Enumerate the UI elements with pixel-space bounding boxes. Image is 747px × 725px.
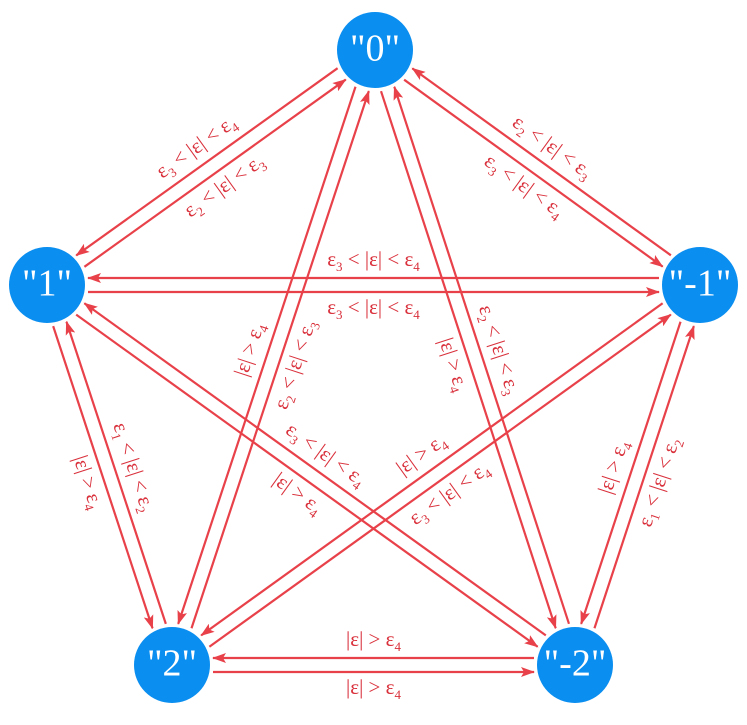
edge-m1-to-2: [200, 302, 664, 637]
edge-label-m1-to-2: |ε| > ε4: [391, 428, 452, 483]
edge-2-to-0: [190, 90, 370, 629]
edge-label-1-to-2: |ε| > ε4: [65, 452, 109, 513]
state-node-1: "1": [9, 247, 85, 323]
edge-1-to-0: [83, 78, 347, 268]
state-node-circle: [134, 627, 210, 703]
state-node-2: "2": [134, 627, 210, 703]
state-node-0: "0": [337, 12, 413, 88]
edge-label-m2-to-2: |ε| > ε4: [346, 627, 401, 655]
state-node-circle: [9, 247, 85, 323]
edge-m2-to-m1: [593, 325, 695, 629]
edge-m2-to-1: [83, 302, 547, 637]
edge-m1-to-0: [411, 67, 672, 257]
state-node-circle: [662, 247, 738, 323]
state-node-label: "-2": [544, 643, 607, 685]
edge-label-2-to-m2: |ε| > ε4: [346, 675, 401, 703]
edge-label-m1-to-m2: |ε| > ε4: [593, 437, 637, 498]
state-node-label: "1": [22, 263, 72, 305]
state-node-m2: "-2": [537, 627, 613, 703]
edge-1-to-2: [52, 325, 154, 630]
edges-layer: [52, 67, 695, 677]
edge-m2-to-0: [393, 85, 571, 625]
edge-2-to-1: [65, 320, 167, 625]
edge-label-1-to-m1: ε3 < |ε| < ε4: [327, 295, 420, 323]
edge-m1-to-m2: [580, 321, 682, 625]
edge-label-2-to-0: ε2 < |ε| < ε3: [268, 317, 323, 414]
edge-0-to-2: [177, 86, 357, 625]
edge-0-to-m1: [403, 78, 664, 268]
state-node-label: "-1": [669, 263, 732, 305]
state-node-circle: [337, 12, 413, 88]
edge-1-to-m2: [75, 313, 539, 648]
edge-0-to-m2: [379, 90, 557, 630]
state-node-circle: [537, 627, 613, 703]
nodes-layer: "0" "1" "-1" "2" "-2": [9, 12, 738, 703]
edge-label-m1-to-1: ε3 < |ε| < ε4: [327, 247, 420, 275]
state-node-m1: "-1": [662, 247, 738, 323]
state-node-label: "2": [147, 643, 197, 685]
edge-label-0-to-m2: |ε| > ε4: [431, 334, 474, 395]
state-node-label: "0": [350, 28, 400, 70]
edge-label-0-to-2: |ε| > ε4: [229, 319, 273, 380]
edge-0-to-1: [75, 67, 339, 257]
edge-2-to-m1: [208, 313, 672, 648]
edge-label-m2-to-m1: ε1 < |ε| < ε2: [632, 434, 687, 531]
